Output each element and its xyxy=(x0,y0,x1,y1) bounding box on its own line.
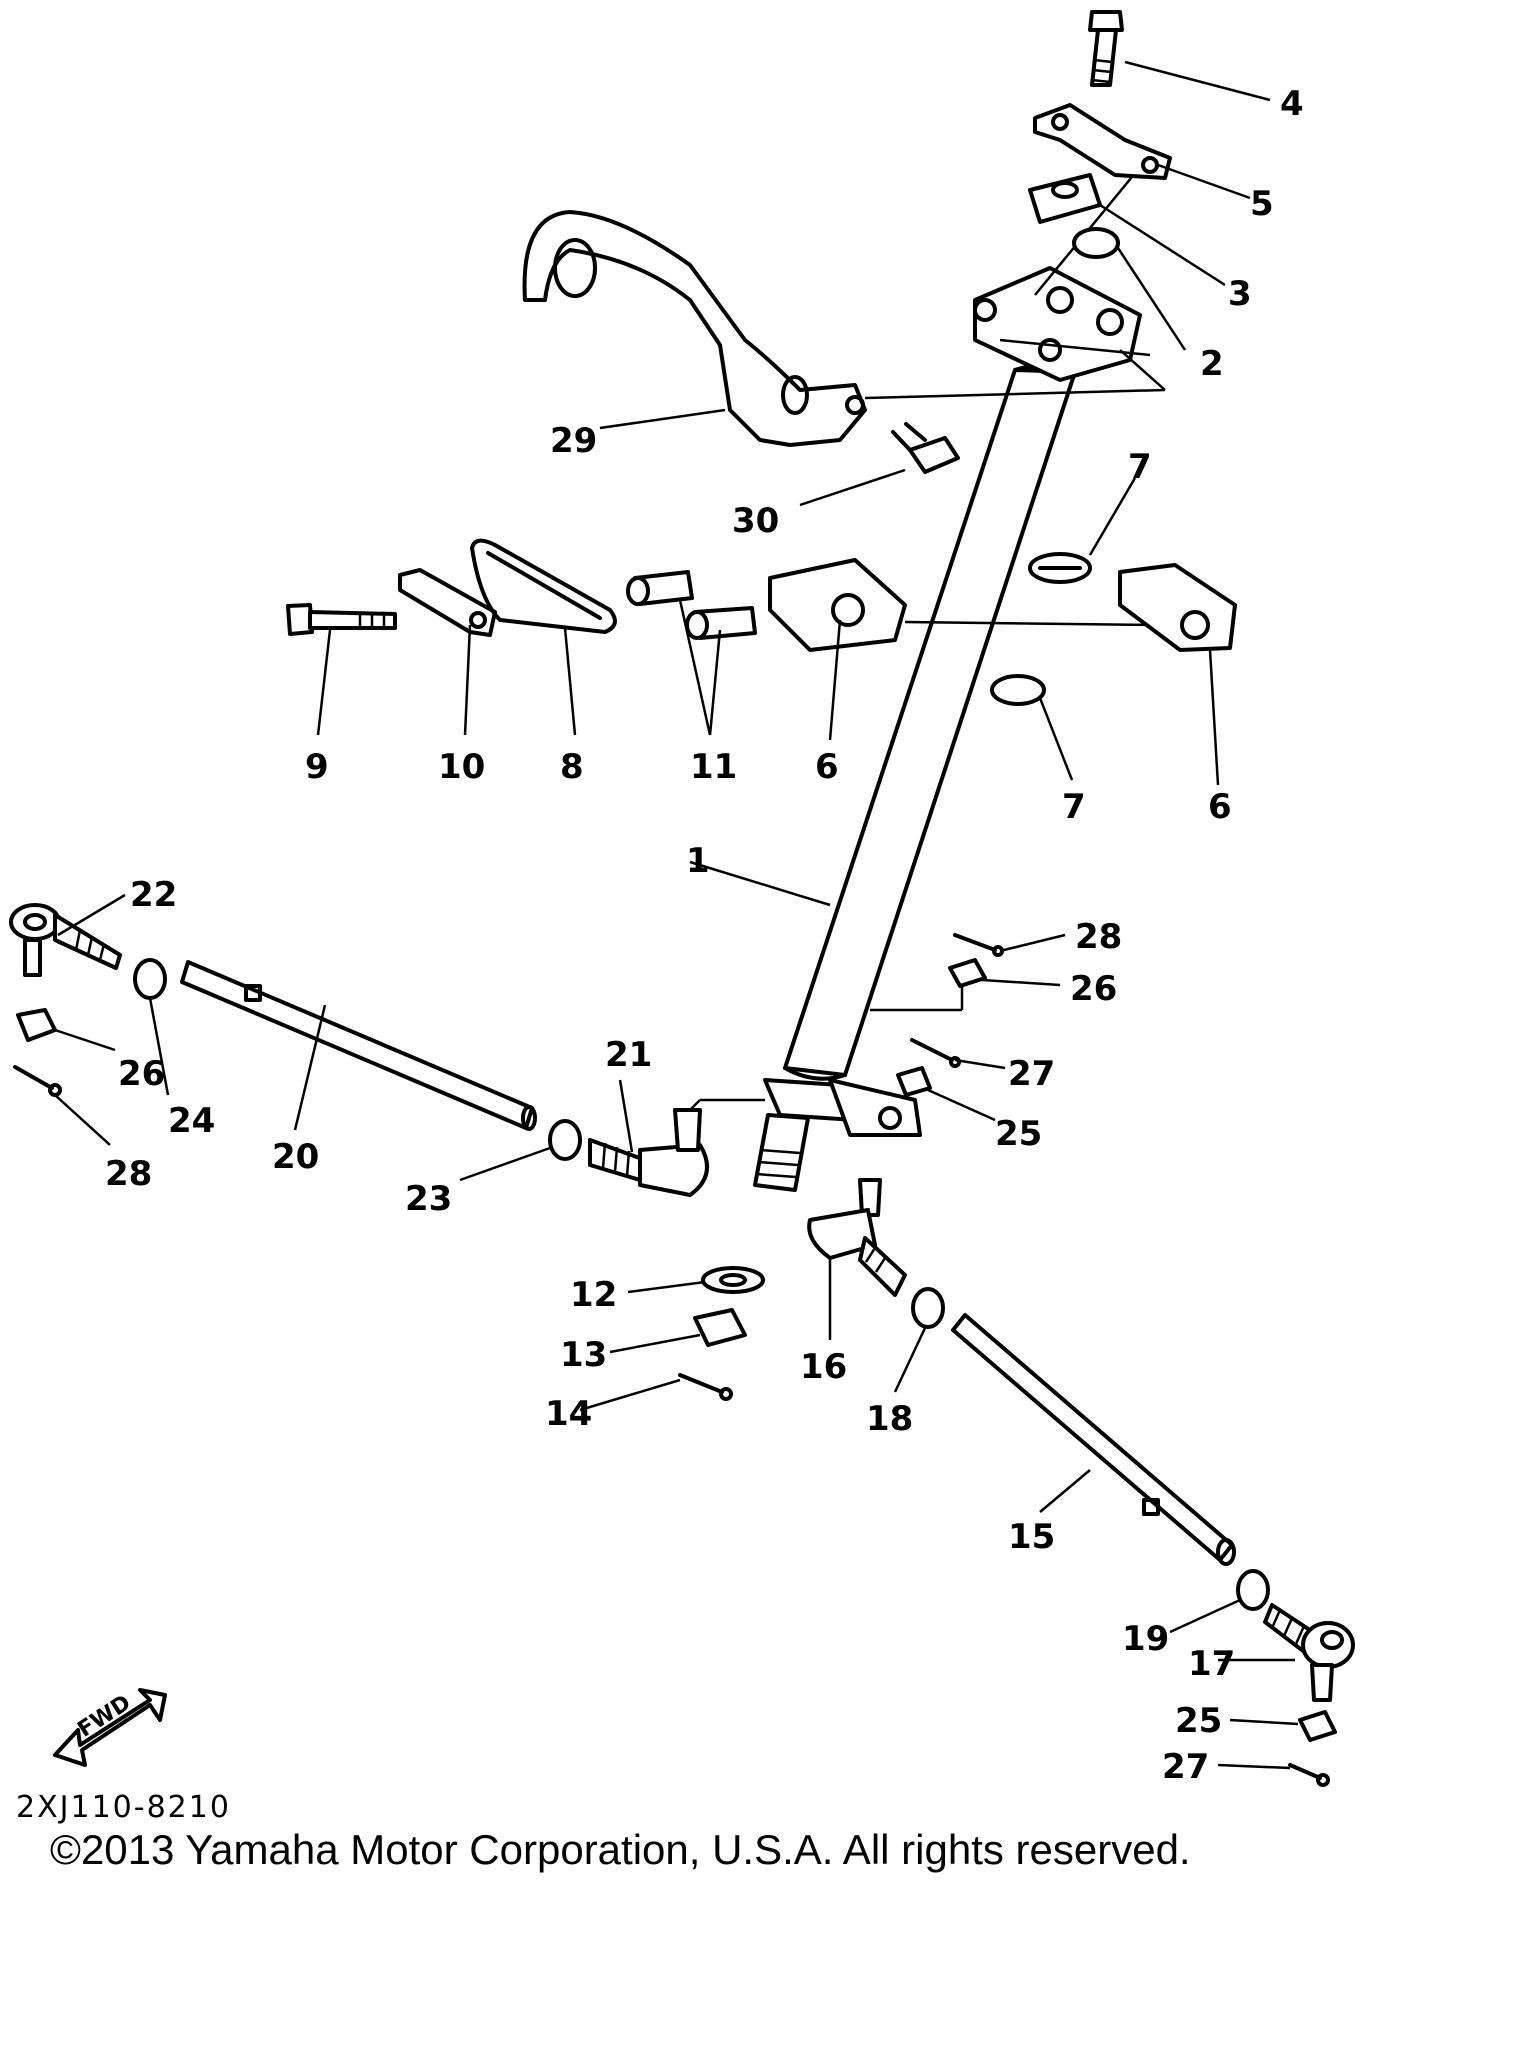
callout-labels: 1 2 3 4 5 6 6 7 7 8 9 10 11 12 13 14 15 … xyxy=(105,84,1304,1787)
long-bolt xyxy=(286,603,397,636)
nut-25-right xyxy=(1298,1710,1337,1742)
diagram-reference-code: 2XJ110-8210 xyxy=(16,1790,231,1825)
callout-12: 12 xyxy=(570,1275,617,1315)
callout-10: 10 xyxy=(438,747,485,787)
tie-rod-end-17 xyxy=(1263,1603,1355,1702)
callout-25-upper: 25 xyxy=(995,1114,1042,1154)
callout-30: 30 xyxy=(732,501,779,541)
fwd-arrow-icon: FWD xyxy=(53,1688,167,1767)
bushing-collars xyxy=(626,570,757,640)
copyright-notice: ©2013 Yamaha Motor Corporation, U.S.A. A… xyxy=(50,1826,1191,1873)
leader-lines xyxy=(54,60,1299,1770)
callout-9: 9 xyxy=(305,747,329,787)
callout-11: 11 xyxy=(690,747,737,787)
callout-23: 23 xyxy=(405,1179,452,1219)
callout-1: 1 xyxy=(686,841,710,881)
holder-left xyxy=(768,558,1151,652)
callout-19: 19 xyxy=(1122,1619,1169,1659)
cotter-pin-14 xyxy=(678,1373,733,1401)
lock-plate xyxy=(1033,103,1172,180)
callout-20: 20 xyxy=(272,1137,319,1177)
callout-8: 8 xyxy=(560,747,584,787)
bracket-bolt xyxy=(891,422,960,474)
callout-7-bottom: 7 xyxy=(1062,787,1086,827)
holder-right xyxy=(1118,563,1237,652)
callout-28-left: 28 xyxy=(105,1154,152,1194)
cotter-pin-27-right xyxy=(1288,1763,1330,1787)
tie-rod-end-left xyxy=(9,903,122,977)
upper-bushing xyxy=(1028,552,1092,584)
nut-23 xyxy=(548,1119,582,1161)
nut-left-26 xyxy=(16,1008,57,1042)
nut-18 xyxy=(911,1287,945,1329)
callout-2: 2 xyxy=(1200,344,1224,384)
top-bolt xyxy=(1088,10,1124,87)
ball-joint-21 xyxy=(588,1098,765,1197)
tie-rod-end-16 xyxy=(807,1178,907,1297)
callout-26-right: 26 xyxy=(1070,969,1117,1009)
steering-column xyxy=(753,363,1077,1192)
callout-3: 3 xyxy=(1228,274,1252,314)
callout-29: 29 xyxy=(550,421,597,461)
nut-19 xyxy=(1236,1569,1270,1611)
lock-washer-plate xyxy=(398,568,497,637)
collar xyxy=(1028,173,1102,224)
callout-17: 17 xyxy=(1188,1644,1235,1684)
handlebar-bracket xyxy=(522,210,1166,447)
callout-15: 15 xyxy=(1008,1517,1055,1557)
callout-27-upper: 27 xyxy=(1008,1054,1055,1094)
callout-27-lower: 27 xyxy=(1162,1747,1209,1787)
nut-25 xyxy=(896,1066,932,1097)
nut-left-24 xyxy=(133,958,167,1000)
tie-rod-right xyxy=(951,1313,1236,1566)
callout-25-lower: 25 xyxy=(1175,1701,1222,1741)
callout-7-top: 7 xyxy=(1128,447,1152,487)
column-holder xyxy=(973,154,1151,382)
nut-13 xyxy=(693,1308,747,1347)
nut-26 xyxy=(870,958,987,1012)
tie-rod-left xyxy=(180,960,537,1131)
callout-14: 14 xyxy=(545,1394,592,1434)
callout-6-right: 6 xyxy=(1208,787,1232,827)
callout-24: 24 xyxy=(168,1101,215,1141)
callout-13: 13 xyxy=(560,1335,607,1375)
washer-12 xyxy=(701,1266,765,1294)
cap xyxy=(1072,227,1120,259)
callout-4: 4 xyxy=(1280,84,1304,124)
cotter-pin-left xyxy=(13,1065,62,1097)
callout-22: 22 xyxy=(130,875,177,915)
callout-28-right: 28 xyxy=(1075,917,1122,957)
callout-26-left: 26 xyxy=(118,1054,165,1094)
cotter-pin-28 xyxy=(953,933,1004,957)
callout-6-left: 6 xyxy=(815,747,839,787)
cotter-pin-27 xyxy=(910,1038,961,1068)
band-clip xyxy=(470,538,617,634)
callout-18: 18 xyxy=(866,1399,913,1439)
callout-21: 21 xyxy=(605,1035,652,1075)
callout-16: 16 xyxy=(800,1347,847,1387)
callout-5: 5 xyxy=(1250,184,1274,224)
lower-bushing xyxy=(990,674,1046,706)
